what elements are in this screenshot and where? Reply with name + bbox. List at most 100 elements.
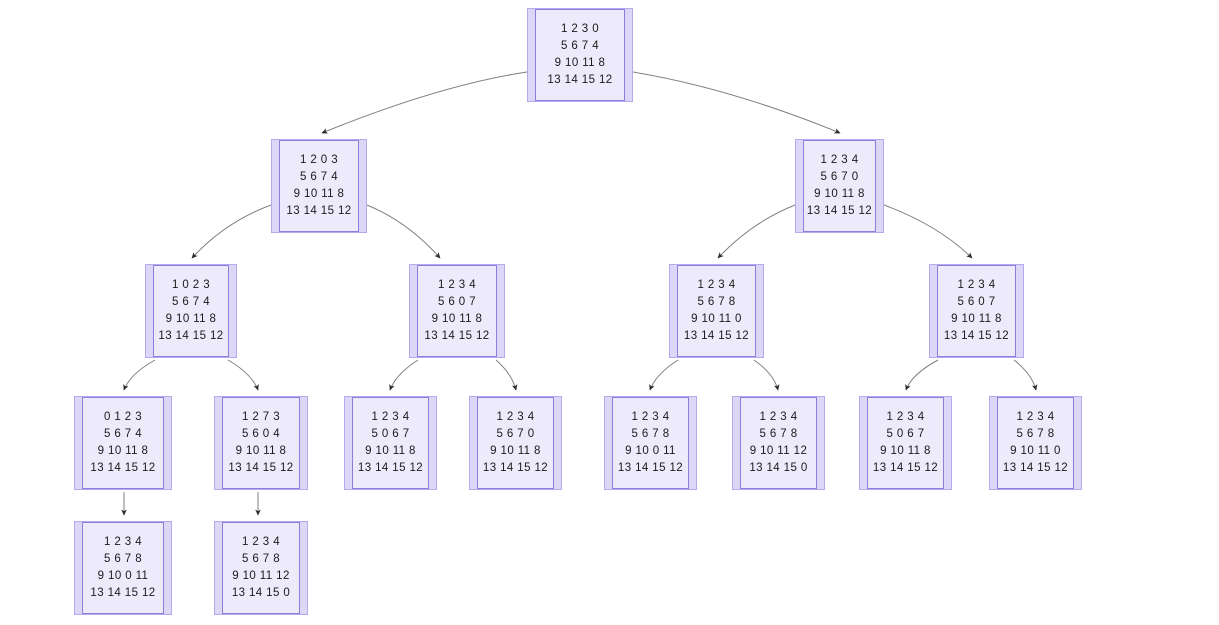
puzzle-board: 0 1 2 3 5 6 7 4 9 10 11 8 13 14 15 12 xyxy=(82,397,164,489)
puzzle-board-row: 5 6 7 0 xyxy=(820,171,859,183)
tree-edge xyxy=(649,359,679,391)
puzzle-board-row: 13 14 15 12 xyxy=(617,462,684,474)
puzzle-board-row: 13 14 15 12 xyxy=(228,462,294,474)
puzzle-board: 1 2 3 4 5 6 0 7 9 10 11 8 13 14 15 12 xyxy=(937,265,1016,357)
puzzle-board: 1 2 3 4 5 6 7 8 9 10 11 12 13 14 15 0 xyxy=(222,522,300,614)
tree-edge xyxy=(905,359,939,391)
puzzle-board-row: 1 2 3 4 xyxy=(242,536,280,548)
puzzle-board-row: 1 2 3 4 xyxy=(820,154,859,166)
puzzle-board-row: 13 14 15 12 xyxy=(482,462,549,474)
tree-edge xyxy=(321,71,528,134)
puzzle-board-row: 1 2 3 4 xyxy=(496,411,535,423)
puzzle-board-row: 1 2 7 3 xyxy=(242,411,280,423)
tree-node[interactable]: 1 2 3 4 5 6 7 8 9 10 11 12 13 14 15 0 xyxy=(214,521,308,615)
puzzle-board-row: 9 10 0 11 xyxy=(625,445,676,457)
puzzle-board: 1 2 3 4 5 6 7 0 9 10 11 8 13 14 15 12 xyxy=(477,397,554,489)
puzzle-board-row: 5 6 7 8 xyxy=(631,428,670,440)
puzzle-board: 1 2 7 3 5 6 0 4 9 10 11 8 13 14 15 12 xyxy=(222,397,300,489)
tree-edge xyxy=(753,359,780,391)
tree-edge xyxy=(883,204,973,259)
puzzle-board-row: 1 2 3 4 xyxy=(631,411,670,423)
tree-node[interactable]: 0 1 2 3 5 6 7 4 9 10 11 8 13 14 15 12 xyxy=(74,396,172,490)
puzzle-board-row: 9 10 11 12 xyxy=(749,445,808,457)
puzzle-board-row: 9 10 11 0 xyxy=(691,313,742,325)
puzzle-board: 1 2 3 4 5 6 7 8 9 10 0 11 13 14 15 12 xyxy=(612,397,689,489)
puzzle-board-row: 9 10 11 12 xyxy=(232,570,290,582)
tree-node[interactable]: 1 0 2 3 5 6 7 4 9 10 11 8 13 14 15 12 xyxy=(145,264,237,358)
puzzle-board-row: 13 14 15 12 xyxy=(90,587,156,599)
tree-node[interactable]: 1 2 7 3 5 6 0 4 9 10 11 8 13 14 15 12 xyxy=(214,396,308,490)
tree-edge xyxy=(495,359,518,391)
puzzle-board-row: 5 6 7 8 xyxy=(104,553,142,565)
puzzle-board-row: 9 10 11 0 xyxy=(1010,445,1061,457)
puzzle-board-row: 5 6 7 0 xyxy=(496,428,535,440)
puzzle-board-row: 13 14 15 12 xyxy=(357,462,424,474)
puzzle-board-row: 1 2 3 4 xyxy=(957,279,996,291)
tree-edge xyxy=(717,204,796,259)
puzzle-board-row: 5 6 7 4 xyxy=(172,296,210,308)
tree-node[interactable]: 1 2 3 4 5 6 7 0 9 10 11 8 13 14 15 12 xyxy=(795,139,884,233)
puzzle-board: 1 2 3 4 5 6 7 8 9 10 11 0 13 14 15 12 xyxy=(677,265,756,357)
puzzle-board-row: 1 2 0 3 xyxy=(300,154,338,166)
puzzle-board-row: 5 6 7 4 xyxy=(300,171,338,183)
puzzle-board-row: 13 14 15 12 xyxy=(872,462,939,474)
puzzle-board-row: 5 0 6 7 xyxy=(886,428,925,440)
tree-node[interactable]: 1 2 3 4 5 6 7 0 9 10 11 8 13 14 15 12 xyxy=(469,396,562,490)
puzzle-board-row: 9 10 11 8 xyxy=(490,445,541,457)
tree-node[interactable]: 1 2 3 4 5 6 0 7 9 10 11 8 13 14 15 12 xyxy=(929,264,1024,358)
puzzle-board: 1 2 3 4 5 6 7 0 9 10 11 8 13 14 15 12 xyxy=(803,140,876,232)
tree-edge xyxy=(389,359,419,391)
puzzle-board-row: 9 10 11 8 xyxy=(431,313,483,325)
puzzle-board-row: 5 0 6 7 xyxy=(371,428,410,440)
puzzle-board-row: 13 14 15 12 xyxy=(943,330,1010,342)
puzzle-board-row: 1 0 2 3 xyxy=(172,279,210,291)
tree-edge xyxy=(191,204,272,259)
puzzle-board-row: 13 14 15 12 xyxy=(806,205,873,217)
puzzle-board-row: 13 14 15 12 xyxy=(90,462,156,474)
puzzle-board-row: 1 2 3 4 xyxy=(697,279,736,291)
puzzle-board-row: 9 10 11 8 xyxy=(235,445,287,457)
puzzle-board-row: 13 14 15 12 xyxy=(286,205,352,217)
puzzle-board-row: 9 10 11 8 xyxy=(951,313,1002,325)
puzzle-board-row: 5 6 7 4 xyxy=(104,428,142,440)
puzzle-board-row: 13 14 15 12 xyxy=(547,74,613,86)
puzzle-board-row: 1 2 3 4 xyxy=(438,279,476,291)
puzzle-board-row: 5 6 7 8 xyxy=(242,553,280,565)
puzzle-board-row: 5 6 0 4 xyxy=(242,428,280,440)
puzzle-board-row: 13 14 15 12 xyxy=(683,330,750,342)
tree-edge xyxy=(123,359,156,391)
tree-edge xyxy=(1013,359,1038,391)
puzzle-board-row: 5 6 0 7 xyxy=(957,296,996,308)
puzzle-board-row: 1 2 3 4 xyxy=(759,411,798,423)
puzzle-board-row: 13 14 15 12 xyxy=(1002,462,1069,474)
puzzle-board-row: 9 10 11 8 xyxy=(97,445,149,457)
tree-edge xyxy=(366,204,441,259)
tree-node[interactable]: 1 2 3 4 5 6 7 8 9 10 0 11 13 14 15 12 xyxy=(604,396,697,490)
puzzle-board-row: 0 1 2 3 xyxy=(104,411,142,423)
puzzle-board-row: 13 14 15 12 xyxy=(158,330,224,342)
puzzle-board-row: 13 14 15 0 xyxy=(231,587,291,599)
puzzle-board-row: 5 6 7 8 xyxy=(697,296,736,308)
puzzle-board: 1 0 2 3 5 6 7 4 9 10 11 8 13 14 15 12 xyxy=(153,265,229,357)
tree-edge xyxy=(632,71,841,134)
puzzle-board-row: 1 2 3 4 xyxy=(1016,411,1055,423)
puzzle-board-row: 9 10 11 8 xyxy=(814,188,865,200)
tree-node[interactable]: 1 2 3 4 5 6 7 8 9 10 11 0 13 14 15 12 xyxy=(669,264,764,358)
puzzle-board-row: 9 10 11 8 xyxy=(165,313,217,325)
